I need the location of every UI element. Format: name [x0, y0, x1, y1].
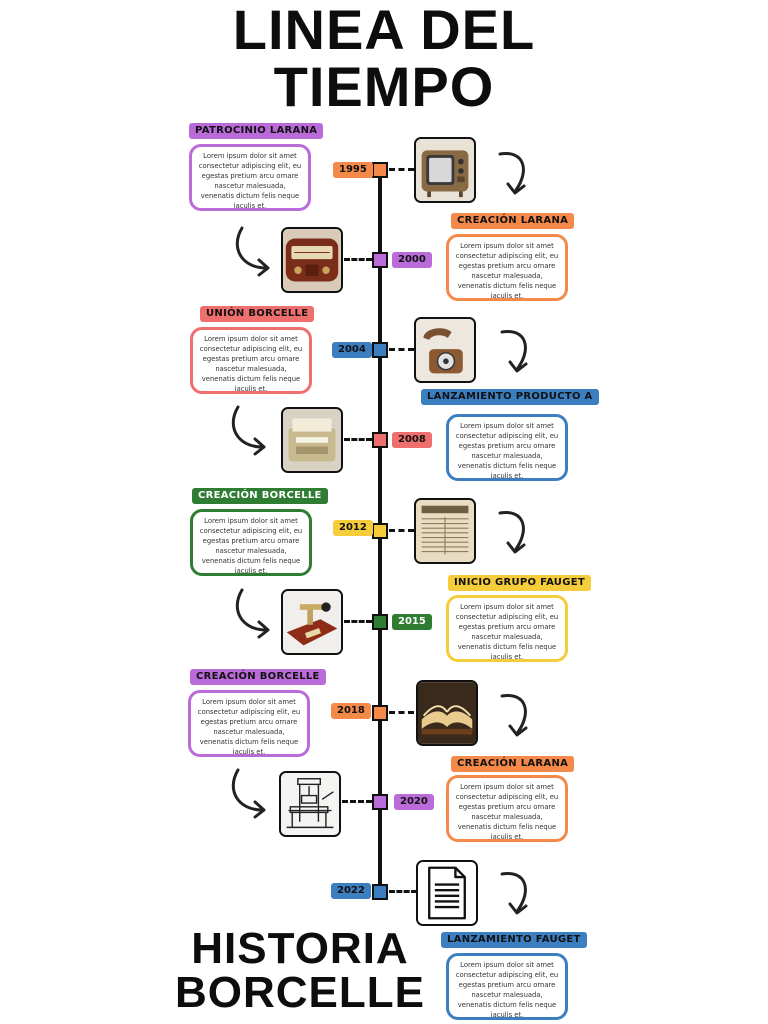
title-line-1: LINEA DEL — [232, 0, 536, 61]
event-description-2012: Lorem ipsum dolor sit amet consectetur a… — [190, 509, 312, 576]
television-icon — [416, 139, 474, 201]
event-description-2008: Lorem ipsum dolor sit amet consectetur a… — [446, 414, 568, 481]
curved-arrow-icon — [498, 152, 526, 195]
year-badge-2022: 2022 — [331, 883, 371, 899]
connector-2004 — [389, 348, 414, 351]
subtitle-line-2: BORCELLE — [175, 968, 425, 1017]
event-description-2004: Lorem ipsum dolor sit amet consectetur a… — [190, 327, 312, 394]
connector-1995 — [389, 168, 414, 171]
curved-arrow-icon — [235, 588, 270, 639]
event-description-2020: Lorem ipsum dolor sit amet consectetur a… — [446, 775, 568, 842]
year-badge-2018: 2018 — [331, 703, 371, 719]
radio-icon — [283, 229, 341, 291]
timeline-node-1995 — [372, 162, 388, 178]
curved-arrow-icon — [231, 768, 266, 819]
year-badge-2004: 2004 — [332, 342, 372, 358]
timeline-node-2022 — [372, 884, 388, 900]
timeline-node-2020 — [372, 794, 388, 810]
event-photo-2000 — [281, 227, 343, 293]
event-label-2015: INICIO GRUPO FAUGET — [448, 575, 591, 591]
connector-2000 — [344, 258, 372, 261]
year-badge-2015: 2015 — [392, 614, 432, 630]
open-book-icon — [418, 682, 476, 744]
connector-2022 — [389, 890, 417, 893]
timeline-node-2008 — [372, 432, 388, 448]
year-badge-2020: 2020 — [394, 794, 434, 810]
event-description-2018: Lorem ipsum dolor sit amet consectetur a… — [188, 690, 310, 757]
timeline-node-2018 — [372, 705, 388, 721]
timeline-node-2015 — [372, 614, 388, 630]
event-description-2022: Lorem ipsum dolor sit amet consectetur a… — [446, 953, 568, 1020]
curved-arrow-icon — [498, 511, 526, 554]
document-icon — [418, 862, 476, 924]
connector-2015 — [344, 620, 372, 623]
event-photo-1995 — [414, 137, 476, 203]
subtitle-line-1: HISTORIA — [191, 924, 409, 973]
event-description-2000: Lorem ipsum dolor sit amet consectetur a… — [446, 234, 568, 301]
year-badge-2012: 2012 — [333, 520, 373, 536]
curved-arrow-icon — [500, 330, 528, 373]
event-photo-2015 — [281, 589, 343, 655]
curved-arrow-icon — [235, 226, 270, 277]
year-badge-2008: 2008 — [392, 432, 432, 448]
event-label-1995: PATROCINIO LARANA — [189, 123, 324, 139]
telegraph-icon — [283, 591, 341, 653]
connector-2008 — [344, 438, 372, 441]
curved-arrow-icon — [231, 405, 266, 456]
printing-press-icon — [281, 773, 339, 835]
connector-2020 — [342, 800, 372, 803]
event-photo-2020 — [279, 771, 341, 837]
year-badge-1995: 1995 — [333, 162, 373, 178]
event-label-2018: CREACIÓN BORCELLE — [190, 669, 326, 685]
title-line-2: TIEMPO — [273, 55, 495, 118]
connector-2018 — [389, 711, 414, 714]
curved-arrow-icon — [500, 694, 528, 737]
curved-arrow-icon — [500, 872, 528, 915]
year-badge-2000: 2000 — [392, 252, 432, 268]
telephone-icon — [416, 319, 474, 381]
event-label-2004: UNIÓN BORCELLE — [200, 306, 315, 322]
event-photo-2022 — [416, 860, 478, 926]
event-description-1995: Lorem ipsum dolor sit amet consectetur a… — [189, 144, 311, 211]
connector-2012 — [389, 529, 414, 532]
event-photo-2018 — [416, 680, 478, 746]
timeline-node-2004 — [372, 342, 388, 358]
event-photo-2008 — [281, 407, 343, 473]
timeline-node-2000 — [372, 252, 388, 268]
event-label-2008: LANZAMIENTO PRODUCTO A — [421, 389, 599, 405]
timeline-node-2012 — [372, 523, 388, 539]
fax-machine-icon — [283, 409, 341, 471]
event-label-2012: CREACIÓN BORCELLE — [192, 488, 328, 504]
event-photo-2012 — [414, 498, 476, 564]
event-label-2000: CREACIÓN LARANA — [451, 213, 575, 229]
event-description-2015: Lorem ipsum dolor sit amet consectetur a… — [446, 595, 568, 662]
event-photo-2004 — [414, 317, 476, 383]
event-label-2022: LANZAMIENTO FAUGET — [441, 932, 587, 948]
newspaper-icon — [416, 500, 474, 562]
event-label-2020: CREACIÓN LARANA — [451, 756, 575, 772]
